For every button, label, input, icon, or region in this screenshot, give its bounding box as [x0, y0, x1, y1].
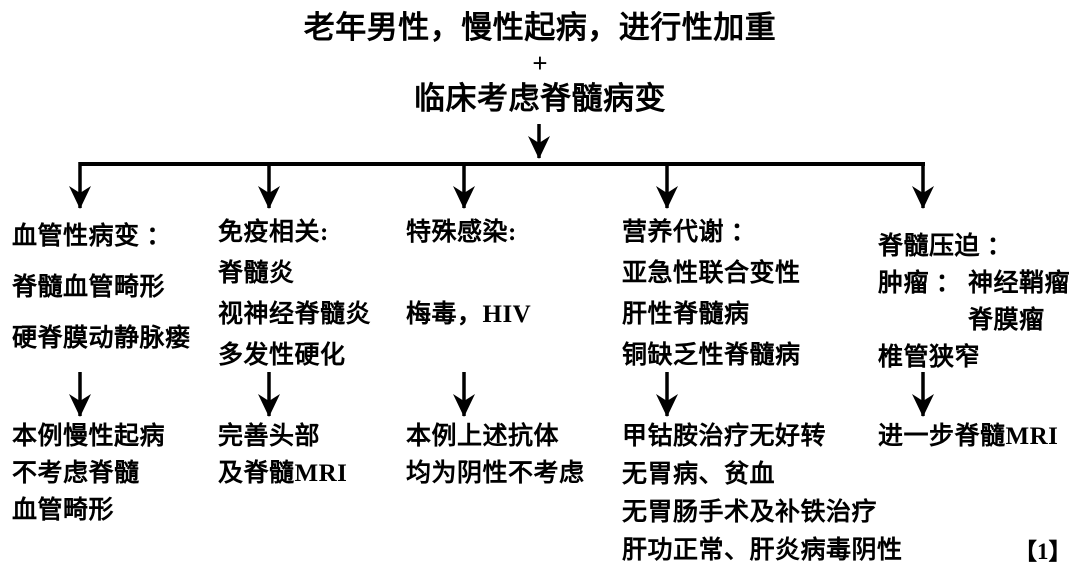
column-header: 免疫相关: — [218, 219, 329, 246]
conclusion-line: 无胃病、贫血 — [622, 461, 776, 488]
conclusion-line: 甲钴胺治疗无好转 — [622, 423, 827, 450]
column-item: 肿瘤 ： 神经鞘瘤 — [878, 270, 1071, 297]
column-item: 多发性硬化 — [218, 342, 346, 369]
column-immune-conclusion: 完善头部 及脊髓MRI — [218, 418, 347, 492]
column-header: 营养代谢 ： — [622, 219, 757, 246]
conclusion-line: 完善头部 — [218, 423, 321, 450]
column-header: 血管性病变 ： — [12, 223, 172, 250]
flow-title-line2: 临床考虑脊髓病变 — [414, 81, 666, 116]
conclusion-line: 肝功正常、肝炎病毒阴性 — [622, 537, 903, 564]
column-header: 脊髓压迫 ： — [878, 233, 1013, 260]
column-item: 椎管狭窄 — [878, 344, 981, 371]
conclusion-line: 均为阴性不考虑 — [406, 460, 585, 487]
column-metabolic-conclusion: 甲钴胺治疗无好转 无胃病、贫血 无胃肠手术及补铁治疗 肝功正常、肝炎病毒阴性 — [622, 418, 903, 570]
citation-label: 【1】 — [1014, 539, 1072, 564]
conclusion-line: 不考虑脊髓 — [12, 460, 140, 487]
column-header: 特殊感染: — [406, 219, 517, 246]
column-item: 脊髓炎 — [218, 260, 295, 287]
flow-header: 老年男性，慢性起病，进行性加重 + 临床考虑脊髓病变 — [0, 7, 1080, 120]
conclusion-line: 进一步脊髓MRI — [878, 423, 1059, 450]
column-item: 梅毒，HIV — [406, 301, 532, 328]
column-compression-group: 脊髓压迫 ： 肿瘤 ： 神经鞘瘤 脊膜瘤 椎管狭窄 — [878, 228, 1070, 376]
column-compression-conclusion: 进一步脊髓MRI — [878, 418, 1058, 455]
column-item: 铜缺乏性脊髓病 — [622, 342, 801, 369]
column-item: 硬脊膜动静脉瘘 — [12, 325, 191, 352]
conclusion-line: 及脊髓MRI — [218, 460, 348, 487]
column-infection-group: 特殊感染: 梅毒，HIV — [406, 212, 531, 335]
conclusion-line: 本例上述抗体 — [406, 423, 560, 450]
conclusion-line: 本例慢性起病 — [12, 423, 166, 450]
column-infection-conclusion: 本例上述抗体 均为阴性不考虑 — [406, 418, 585, 492]
column-item: 亚急性联合变性 — [622, 260, 801, 287]
column-item: 肝性脊髓病 — [622, 301, 750, 328]
column-item: 视神经脊髓炎 — [218, 301, 372, 328]
column-immune-group: 免疫相关: 脊髓炎 视神经脊髓炎 多发性硬化 — [218, 212, 371, 376]
column-vascular-conclusion: 本例慢性起病 不考虑脊髓 血管畸形 — [12, 418, 165, 529]
conclusion-line: 无胃肠手术及补铁治疗 — [622, 499, 878, 526]
plus-sign: + — [532, 48, 548, 78]
column-vascular-group: 血管性病变 ： 脊髓血管畸形 硬脊膜动静脉瘘 — [12, 211, 191, 364]
flow-title-line1: 老年男性，慢性起病，进行性加重 — [303, 10, 777, 45]
column-item: 脊膜瘤 — [968, 307, 1045, 334]
conclusion-line: 血管畸形 — [12, 497, 115, 524]
column-metabolic-group: 营养代谢 ： 亚急性联合变性 肝性脊髓病 铜缺乏性脊髓病 — [622, 212, 801, 376]
column-item: 脊髓血管畸形 — [12, 274, 166, 301]
